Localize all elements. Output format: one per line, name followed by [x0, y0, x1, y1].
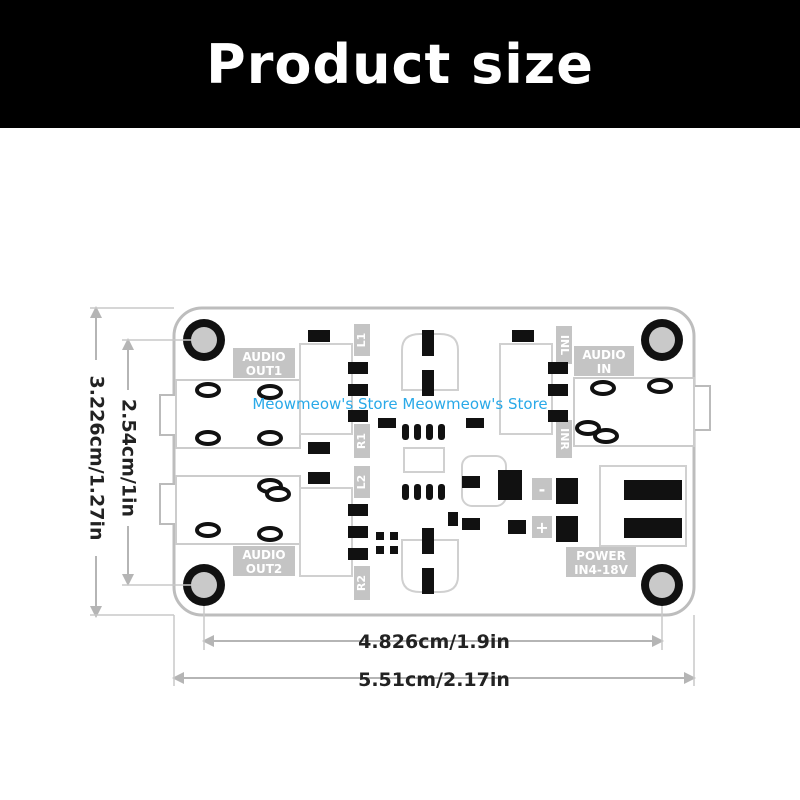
label-audio-in: AUDIO IN: [574, 346, 634, 376]
label-audio-out2: AUDIO OUT2: [233, 546, 295, 576]
dimension-outer-width: 5.51cm/2.17in: [172, 615, 696, 691]
svg-text:5.51cm/2.17in: 5.51cm/2.17in: [358, 669, 510, 691]
svg-text:POWER: POWER: [576, 549, 626, 563]
label-r1: R1: [354, 424, 370, 458]
svg-text:R1: R1: [355, 433, 368, 449]
svg-text:2.54cm/1in: 2.54cm/1in: [118, 399, 140, 517]
svg-text:+: +: [535, 518, 548, 537]
svg-text:INR: INR: [558, 428, 571, 450]
label-l2: L2: [354, 466, 370, 498]
mounting-hole-bottom-left: [183, 564, 225, 606]
watermark-text: Meowmeow's Store Meowmeow's Store: [252, 395, 547, 413]
svg-text:IN: IN: [597, 362, 612, 376]
svg-text:3.226cm/1.27in: 3.226cm/1.27in: [86, 375, 108, 540]
audio-jack-out2: [159, 475, 301, 545]
label-r2: R2: [354, 566, 370, 600]
dimension-outer-height: 3.226cm/1.27in: [86, 306, 174, 618]
audio-jack-out1: [159, 379, 301, 449]
svg-text:IN4-18V: IN4-18V: [574, 563, 629, 577]
svg-text:AUDIO: AUDIO: [582, 348, 625, 362]
polarity-plus: +: [532, 516, 552, 538]
svg-text:L1: L1: [355, 333, 368, 348]
svg-text:OUT1: OUT1: [246, 364, 282, 378]
dimension-inner-height: 2.54cm/1in: [118, 338, 200, 586]
mounting-hole-top-left: [183, 319, 225, 361]
svg-text:AUDIO: AUDIO: [242, 548, 285, 562]
svg-text:R2: R2: [355, 575, 368, 591]
svg-text:-: -: [539, 480, 546, 499]
svg-text:INL: INL: [558, 335, 571, 355]
label-inl: INL: [556, 326, 572, 364]
svg-text:4.826cm/1.9in: 4.826cm/1.9in: [358, 631, 510, 653]
label-inr: INR: [556, 420, 572, 458]
audio-jack-in: [573, 377, 711, 447]
title-banner: Product size: [0, 0, 800, 128]
label-l1: L1: [354, 324, 370, 356]
label-power: POWER IN4-18V: [566, 547, 636, 577]
mounting-hole-bottom-right: [641, 564, 683, 606]
smd-components: [308, 330, 682, 594]
svg-text:L2: L2: [355, 475, 368, 490]
svg-text:OUT2: OUT2: [246, 562, 282, 576]
svg-text:AUDIO: AUDIO: [242, 350, 285, 364]
label-audio-out1: AUDIO OUT1: [233, 348, 295, 378]
polarity-minus: -: [532, 478, 552, 500]
page-title: Product size: [206, 32, 594, 96]
mounting-hole-top-right: [641, 319, 683, 361]
dimension-inner-width: 4.826cm/1.9in: [202, 606, 664, 653]
